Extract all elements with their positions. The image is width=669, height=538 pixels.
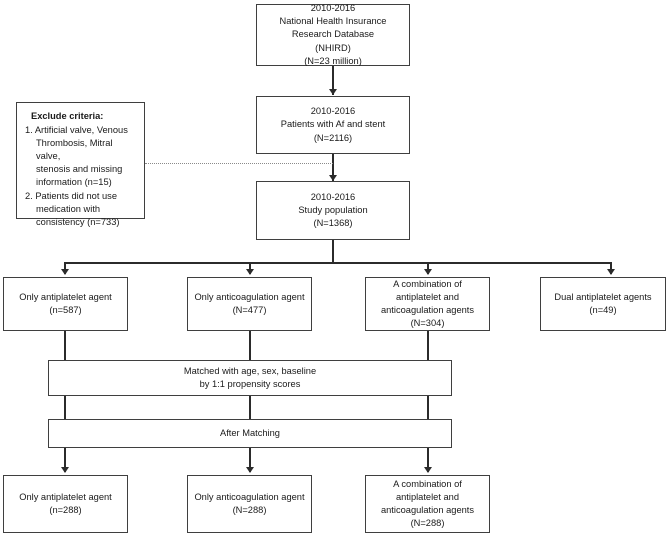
node-matched-antiplatelet: Only antiplatelet agent (n=288) (3, 475, 128, 533)
af-stent-line3: (N=2116) (313, 132, 353, 143)
source-database-line5: (N=23 million) (304, 55, 362, 66)
node-after-matching: After Matching (48, 419, 452, 448)
matched-antiplatelet-line2: (n=288) (49, 505, 82, 515)
connector-study-to-bus (332, 240, 334, 263)
group-combination-line1: A combination of (393, 278, 462, 289)
exclude-criteria-item1-line3: stenosis and missing (36, 164, 123, 175)
node-study-population: 2010-2016 Study population (N=1368) (256, 181, 410, 240)
study-population-line2: Study population (298, 204, 368, 215)
matched-combination-line3: anticoagulation agents (380, 505, 475, 515)
connector-combination-to-matching (427, 331, 429, 361)
group-anticoagulation-line1: Only anticoagulation agent (194, 291, 305, 302)
connector-after-to-matched-anticoagulation (249, 448, 251, 472)
connector-anticoagulation-to-matching (249, 331, 251, 361)
node-group-dual: Dual antiplatelet agents (n=49) (540, 277, 666, 331)
matched-combination-line1: A combination of (393, 478, 462, 489)
node-af-stent: 2010-2016 Patients with Af and stent (N=… (256, 96, 410, 154)
exclude-criteria-item2-line1: 2. Patients did not use (25, 190, 117, 201)
node-source-database: 2010-2016 National Health Insurance Rese… (256, 3, 410, 66)
arrowhead-group-dual (606, 269, 615, 275)
connector-bus-horizontal (64, 262, 611, 264)
exclude-criteria-item1-line4: information (n=15) (36, 177, 112, 188)
group-antiplatelet-line2: (n=587) (49, 305, 82, 315)
source-database-line2: National Health Insurance (279, 16, 387, 27)
group-dual-line2: (n=49) (589, 305, 617, 315)
arrowhead-group-anticoagulation (245, 269, 254, 275)
connector-antiplatelet-to-matching (64, 331, 66, 361)
connector-afstent-to-study (332, 154, 334, 181)
af-stent-line1: 2010-2016 (310, 106, 356, 117)
matching-line1: Matched with age, sex, baseline (183, 365, 317, 376)
connector-bus-branch-2 (249, 262, 251, 274)
node-matching: Matched with age, sex, baseline by 1:1 p… (48, 360, 452, 396)
af-stent-line2: Patients with Af and stent (280, 119, 386, 130)
study-population-line1: 2010-2016 (310, 191, 356, 202)
connector-source-to-afstent (332, 66, 334, 95)
group-dual-line1: Dual antiplatelet agents (554, 291, 652, 302)
group-anticoagulation-line2: (N=477) (232, 305, 267, 315)
exclude-criteria-item2-line2: medication with (36, 203, 101, 214)
connector-after-to-matched-antiplatelet (64, 448, 66, 472)
connector-bus-branch-3 (427, 262, 429, 274)
matched-combination-line4: (N=288) (410, 518, 445, 529)
node-matched-combination: A combination of antiplatelet and antico… (365, 475, 490, 533)
node-exclude-criteria: Exclude criteria: 1. Artificial valve, V… (16, 102, 145, 227)
arrowhead-group-combination (423, 269, 432, 275)
matched-anticoagulation-line2: (N=288) (232, 505, 267, 515)
node-group-anticoagulation: Only anticoagulation agent (N=477) (187, 277, 312, 331)
matched-antiplatelet-line1: Only antiplatelet agent (19, 491, 112, 502)
exclude-criteria-item1-line2: Thrombosis, Mitral valve, (36, 137, 113, 162)
arrowhead-group-antiplatelet (60, 269, 69, 275)
node-group-combination: A combination of antiplatelet and antico… (365, 277, 490, 331)
source-database-line1: 2010-2016 (310, 3, 356, 14)
group-combination-line3: anticoagulation agents (380, 305, 475, 315)
exclude-criteria-item2-line3: consistency (n=733) (36, 217, 120, 227)
group-antiplatelet-line1: Only antiplatelet agent (19, 291, 112, 302)
connector-bus-branch-1 (64, 262, 66, 274)
matched-anticoagulation-line1: Only anticoagulation agent (194, 491, 305, 502)
source-database-line3: Research Database (291, 29, 375, 40)
connector-matching-to-after-1 (64, 396, 66, 420)
connector-bus-branch-4 (610, 262, 612, 274)
node-group-antiplatelet: Only antiplatelet agent (n=587) (3, 277, 128, 331)
node-matched-anticoagulation: Only anticoagulation agent (N=288) (187, 475, 312, 533)
group-combination-line4: (N=304) (410, 318, 445, 329)
connector-matching-to-after-3 (427, 396, 429, 420)
matched-combination-line2: antiplatelet and (395, 491, 460, 502)
source-database-line4: (NHIRD) (315, 42, 351, 53)
group-combination-line2: antiplatelet and (395, 291, 460, 302)
connector-matching-to-after-2 (249, 396, 251, 420)
connector-exclude-dotted (145, 163, 333, 164)
arrowhead-matched-antiplatelet (60, 467, 69, 473)
study-population-line3: (N=1368) (313, 218, 353, 229)
arrowhead-study-population (328, 175, 337, 181)
arrowhead-matched-combination (423, 467, 432, 473)
matching-line2: by 1:1 propensity scores (199, 379, 301, 389)
after-matching-line1: After Matching (220, 427, 280, 438)
arrowhead-afstent (328, 89, 337, 95)
exclude-criteria-item1-line1: 1. Artificial valve, Venous (25, 124, 128, 135)
exclude-criteria-title: Exclude criteria: (31, 111, 104, 121)
arrowhead-matched-anticoagulation (245, 467, 254, 473)
connector-after-to-matched-combination (427, 448, 429, 472)
